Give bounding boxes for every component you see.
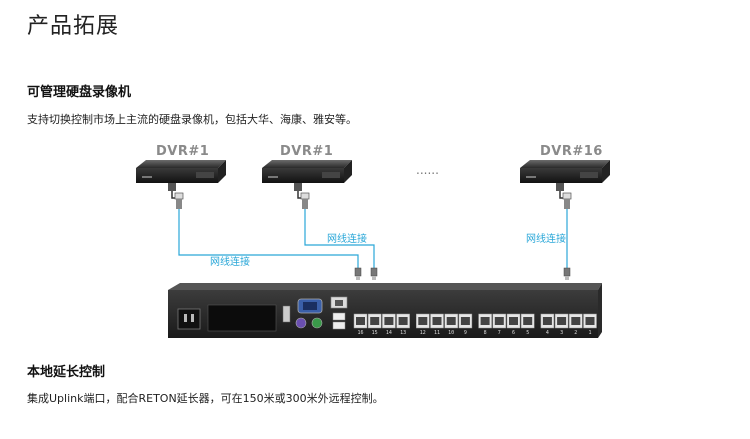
port-number-label: 10 <box>448 330 454 336</box>
rj45-port-socket <box>356 317 365 325</box>
port-number-label: 1 <box>588 330 591 336</box>
rj45-port-socket <box>571 317 581 325</box>
cable-label: 网线连接 <box>526 232 566 245</box>
port-number-label: 13 <box>400 330 406 336</box>
rj45-port-socket <box>542 317 552 325</box>
page-title: 产品拓展 <box>27 14 120 39</box>
dvr-label: DVR#1 <box>280 144 333 159</box>
port-number-label: 15 <box>372 330 378 336</box>
port-number-label: 5 <box>526 330 529 336</box>
dvr-label: DVR#16 <box>540 144 603 159</box>
rj45-port-socket <box>398 317 408 325</box>
rj45-port-socket <box>418 317 428 325</box>
network-cable <box>304 209 375 268</box>
rj45-port-socket <box>384 317 394 325</box>
cable-label: 网线连接 <box>327 232 367 245</box>
ps2-keyboard-port-icon <box>295 317 307 329</box>
port-number-label: 6 <box>512 330 515 336</box>
port-number-label: 12 <box>420 330 426 336</box>
rj45-port-socket <box>446 317 456 325</box>
kvm-switch-device: 16 15 14 13 12 11 10 9 8 7 6 5 4 3 2 1 <box>168 283 602 338</box>
rj45-port-socket <box>432 317 442 325</box>
rj45-port-socket <box>370 317 380 325</box>
power-switch-icon <box>282 305 291 323</box>
usb-port-icon <box>332 321 346 330</box>
rj45-port-socket <box>494 317 504 325</box>
section-title-dvr: 可管理硬盘录像机 <box>27 85 132 100</box>
port-number-label: 16 <box>357 330 363 336</box>
port-number-label: 9 <box>464 330 467 336</box>
section-description-extension: 集成Uplink端口，配合RETON延长器，可在150米或300米外远程控制。 <box>27 392 384 405</box>
port-number-label: 14 <box>386 330 392 336</box>
power-socket-icon <box>177 308 201 330</box>
rj45-port-socket <box>523 317 533 325</box>
cable-label: 网线连接 <box>210 255 250 268</box>
rj45-port-socket <box>480 317 490 325</box>
port-number-label: 4 <box>546 330 549 336</box>
ps2-mouse-port-icon <box>311 317 323 329</box>
network-cable <box>178 209 359 268</box>
rj45-port-socket <box>557 317 567 325</box>
dvr-device-icon <box>262 160 352 209</box>
port-number-label: 8 <box>484 330 487 336</box>
port-number-label: 7 <box>498 330 501 336</box>
section-title-extension: 本地延长控制 <box>27 365 106 380</box>
dvr-device-icon <box>520 160 610 209</box>
rj45-port-group <box>353 313 597 329</box>
port-number-label: 3 <box>560 330 563 336</box>
dvr-device-icon <box>136 160 226 209</box>
port-number-label: 2 <box>574 330 577 336</box>
rj45-port-socket <box>509 317 518 325</box>
network-cables <box>178 209 571 280</box>
section-description-dvr: 支持切换控制市场上主流的硬盘录像机，包括大华、海康、雅安等。 <box>27 113 357 126</box>
dvr-label: DVR#1 <box>156 144 209 159</box>
rj45-port-socket <box>585 317 595 325</box>
usb-port-icon <box>332 312 346 321</box>
dvr-ellipsis: ...... <box>416 163 439 177</box>
port-number-group: 16 15 14 13 12 11 10 9 8 7 6 5 4 3 2 1 <box>357 330 591 336</box>
rj45-port-socket <box>460 317 470 325</box>
port-number-label: 11 <box>434 330 440 336</box>
